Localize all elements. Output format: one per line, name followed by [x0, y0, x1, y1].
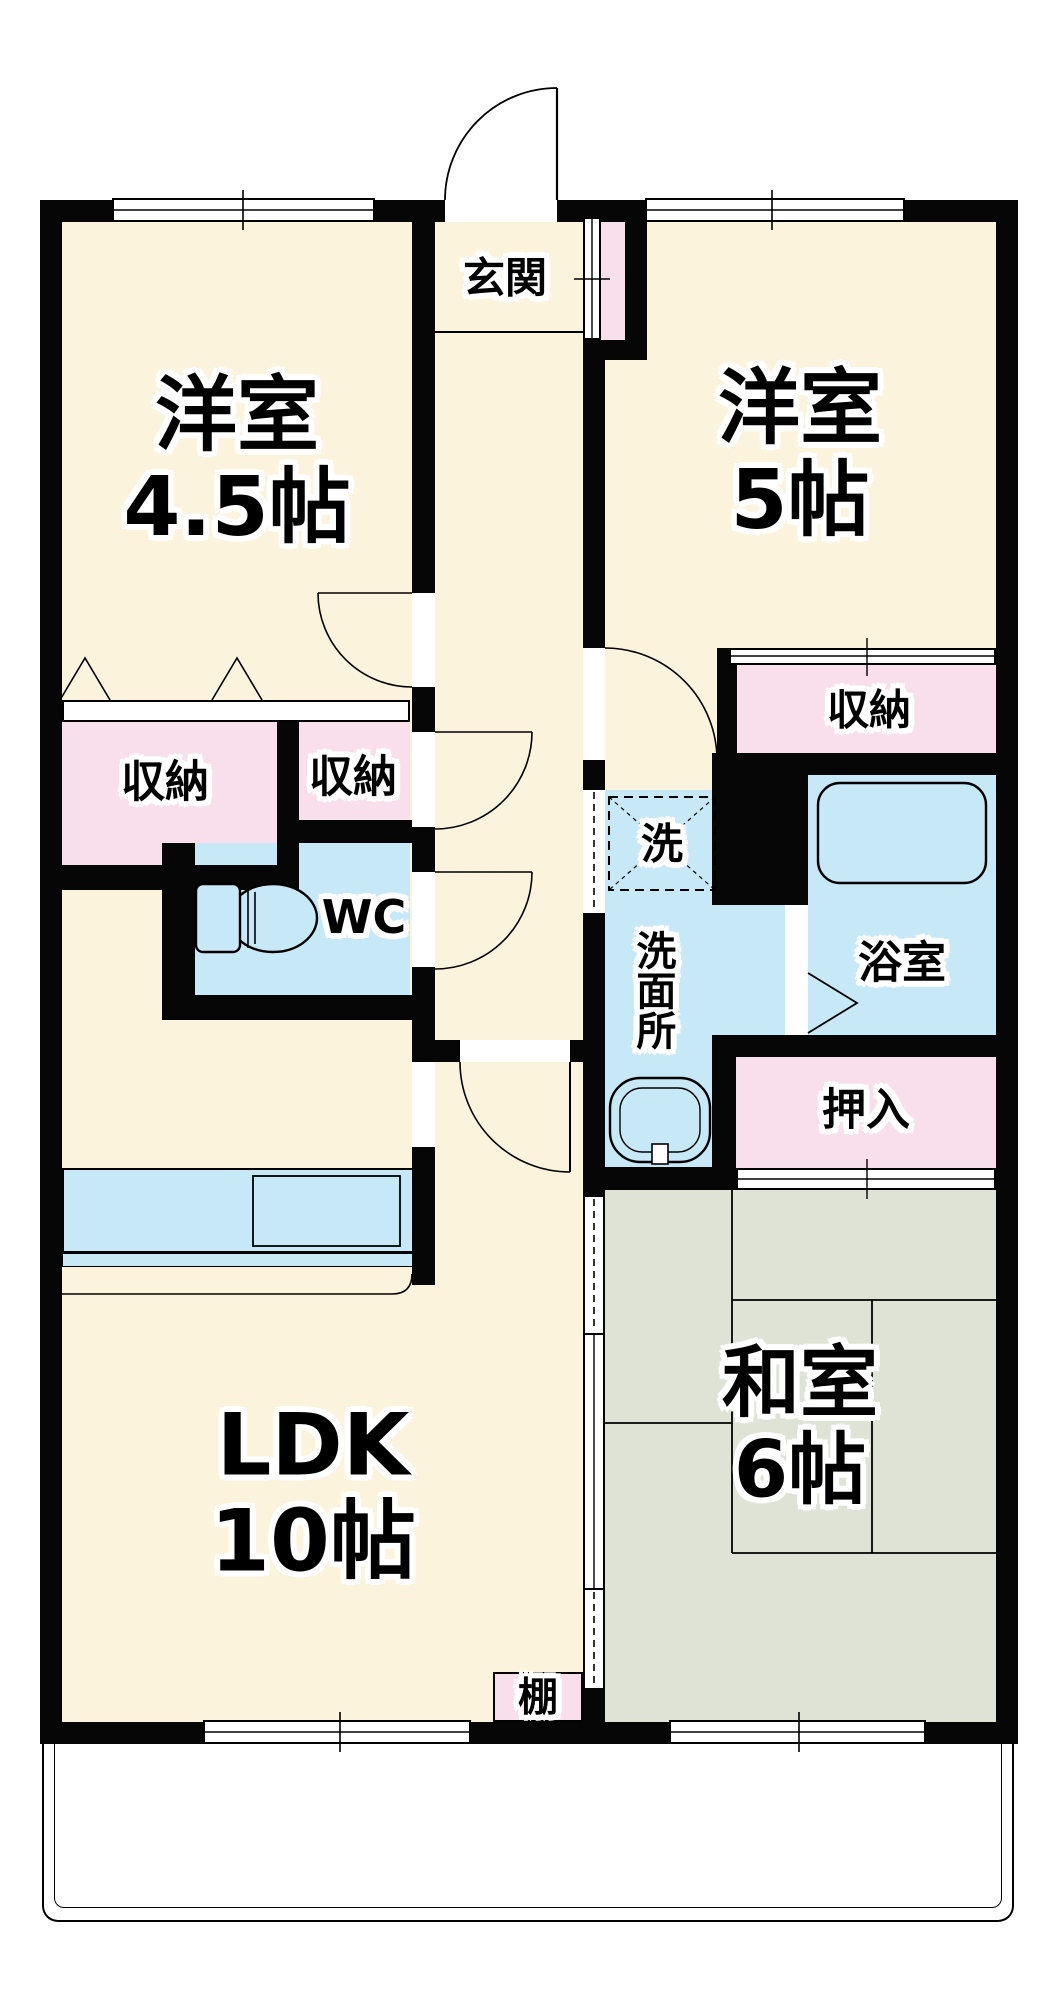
- wall-wc-bottom: [162, 995, 412, 1020]
- window-b-midline: [645, 190, 905, 230]
- wall-washroom-bottom: [596, 1167, 712, 1190]
- balcony-inner: [54, 1744, 1002, 1908]
- opening-western-b-door: [583, 648, 605, 760]
- label-ldk: LDK 10帖: [210, 1395, 416, 1592]
- label-ldk-size: 10帖: [210, 1492, 416, 1592]
- closet-fold-triangle-1: [59, 656, 111, 701]
- storage-b-area: [299, 717, 410, 820]
- wall-kitchen-divider: [412, 1147, 435, 1285]
- opening-bath-door: [785, 905, 808, 1035]
- label-bathroom: 浴室: [858, 937, 946, 989]
- opening-entrance-door: [445, 200, 557, 222]
- ldk-door-arc: [459, 1061, 571, 1173]
- wall-bath-wash-divider: [712, 775, 808, 905]
- kitchen-counter: [62, 1168, 426, 1253]
- opening-ldk-door: [460, 1040, 570, 1062]
- oshiire-area: [736, 1057, 996, 1168]
- kitchen-floor-curve: [62, 1273, 413, 1295]
- oshiire-slider-midline: [736, 1159, 996, 1199]
- wall-shoebox-bottom: [583, 340, 647, 360]
- wall-oshiire-left: [712, 1057, 736, 1190]
- opening-western-a-door: [412, 593, 435, 687]
- wall-storage-c-bottom: [712, 753, 996, 775]
- western-b-door-arc: [604, 647, 718, 761]
- label-western-a: 洋室 4.5帖: [123, 370, 350, 554]
- washer-pan-icon: [608, 796, 716, 891]
- label-oshiire: 押入: [822, 1084, 910, 1136]
- label-storage-c: 収納: [826, 685, 912, 735]
- tatami-area: [605, 1190, 996, 1722]
- bathtub-icon: [816, 781, 988, 885]
- label-western-a-name: 洋室: [154, 368, 320, 464]
- wall-outer-left: [40, 200, 62, 1744]
- wall-outer-right: [996, 200, 1018, 1744]
- western-a-door-arc: [317, 592, 413, 688]
- storage-b-door-arc: [434, 731, 533, 830]
- closet-folding-band: [62, 700, 410, 722]
- label-western-a-size: 4.5帖: [123, 460, 351, 555]
- entrance-door-arc: [444, 87, 558, 201]
- shoebox-slider-midline: [574, 217, 610, 340]
- label-washitsu-size: 6帖: [733, 1426, 867, 1516]
- label-wc: WC: [321, 890, 407, 945]
- bath-fold-triangle: [807, 972, 859, 1034]
- label-storage-b: 収納: [309, 751, 397, 803]
- toilet-seat-line: [247, 888, 256, 948]
- label-storage-a: 収納: [121, 756, 209, 808]
- label-western-b-name: 洋室: [717, 361, 883, 457]
- opening-washitsu-track-lower: [585, 1590, 603, 1688]
- storage-c-area: [737, 665, 996, 753]
- storage-c-slider-midline: [729, 638, 996, 676]
- closet-fold-triangle-2: [211, 656, 263, 701]
- window-washitsu-midline: [669, 1712, 926, 1752]
- label-washitsu: 和室 6帖: [721, 1338, 879, 1516]
- sink-faucet-icon: [651, 1143, 669, 1165]
- label-entrance: 玄関: [462, 253, 548, 303]
- wall-shoebox-right: [625, 200, 647, 360]
- label-ldk-name: LDK: [216, 1395, 410, 1496]
- window-ldk-midline: [203, 1712, 471, 1752]
- label-washitsu-name: 和室: [721, 1338, 879, 1429]
- wall-bath-bottom: [712, 1035, 996, 1057]
- wc-door-arc: [434, 871, 533, 970]
- shelf-area: [493, 1672, 583, 1722]
- label-western-b: 洋室 5帖: [718, 363, 882, 547]
- label-washer: 洗: [640, 819, 684, 869]
- wall-5j-door-side: [717, 648, 737, 775]
- wall-wc-top: [277, 820, 412, 843]
- label-washroom: 洗面所: [629, 930, 676, 1050]
- label-western-b-size: 5帖: [730, 453, 870, 548]
- opening-washroom-slider: [583, 790, 605, 913]
- label-shelf: 棚: [518, 1674, 558, 1721]
- opening-wc-door: [412, 872, 435, 967]
- wall-wc-left: [162, 843, 195, 995]
- toilet-tank-icon: [194, 882, 242, 954]
- opening-kitchen-pass: [412, 1062, 435, 1147]
- window-a-midline: [112, 190, 375, 230]
- storage-a-area: [62, 717, 277, 865]
- toilet-bowl-icon: [227, 882, 319, 954]
- opening-storage-b-door: [412, 732, 435, 827]
- kitchen-sink-rect: [252, 1175, 401, 1247]
- wall-corridor-right-lower: [583, 1062, 605, 1190]
